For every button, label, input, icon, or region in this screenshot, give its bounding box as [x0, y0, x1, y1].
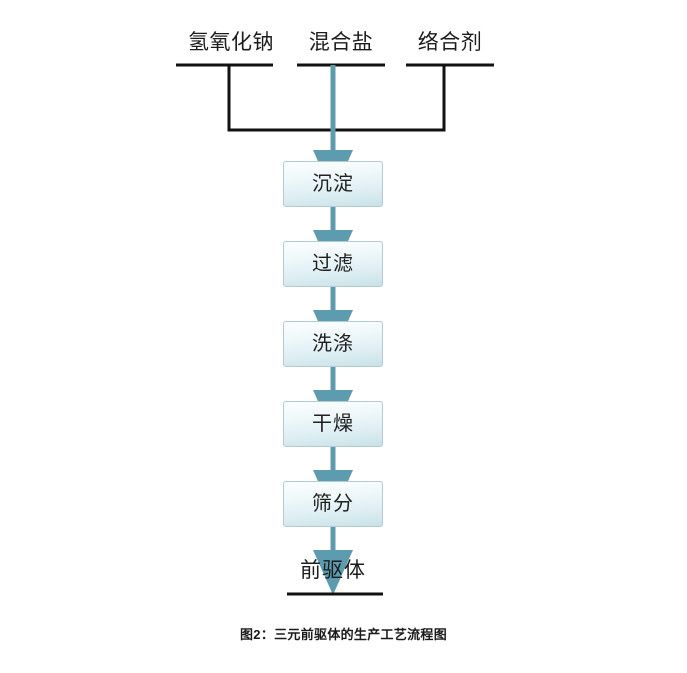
bracket-left: [227, 65, 335, 132]
process-box-precipitation: 沉淀: [283, 161, 383, 207]
bracket-right: [335, 65, 446, 132]
process-box-filtration: 过滤: [283, 241, 383, 287]
input-label-complexing-agent: 络合剂: [417, 31, 483, 54]
input-label-mixed-salt: 混合盐: [308, 31, 374, 54]
input-label-sodium-hydroxide: 氢氧化钠: [188, 31, 274, 54]
process-box-drying: 干燥: [283, 401, 383, 447]
figure-caption: 图2：三元前驱体的生产工艺流程图: [239, 627, 448, 642]
output-label-precursor: 前驱体: [300, 559, 366, 582]
process-box-sieving: 筛分: [283, 481, 383, 527]
process-box-washing: 洗涤: [283, 321, 383, 367]
